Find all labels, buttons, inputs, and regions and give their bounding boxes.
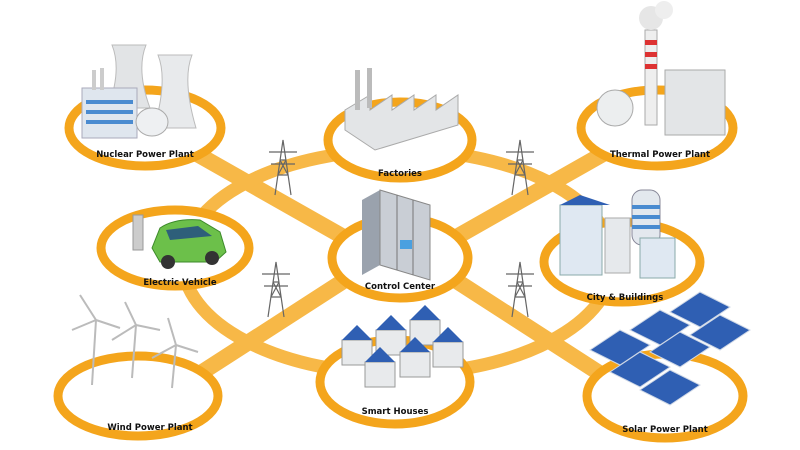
band-nuclear-control [182,142,348,243]
transmission-tower-icon [269,139,297,196]
band-thermal-control [452,142,618,243]
band-wind-control [182,272,353,388]
label-control: Control Center [365,282,436,292]
factory-icon [344,68,459,151]
server-rack-icon [362,189,431,281]
ring-wind [53,351,223,441]
nuclear-plant-icon [81,44,197,139]
label-ev: Electric Vehicle [143,278,216,288]
label-thermal: Thermal Power Plant [610,150,710,160]
label-city: City & Buildings [587,293,664,303]
wind-turbine-icon [71,294,199,389]
smart-house-icon [341,305,464,388]
solar-panel-icon [589,291,751,406]
label-wind: Wind Power Plant [107,423,192,433]
transmission-tower-icon [506,139,534,196]
node-labels: Nuclear Power Plant Factories Thermal Po… [96,150,710,435]
thermal-plant-icon [596,1,726,136]
electric-car-icon [132,214,227,269]
label-factories: Factories [378,169,422,179]
transmission-tower-icon [506,261,534,318]
label-nuclear: Nuclear Power Plant [96,150,194,160]
band-solar-control [447,272,618,388]
label-solar: Solar Power Plant [622,425,708,435]
label-houses: Smart Houses [362,407,429,417]
city-buildings-icon [559,189,676,279]
transmission-tower-icon [262,261,290,318]
transmission-towers [262,139,534,318]
